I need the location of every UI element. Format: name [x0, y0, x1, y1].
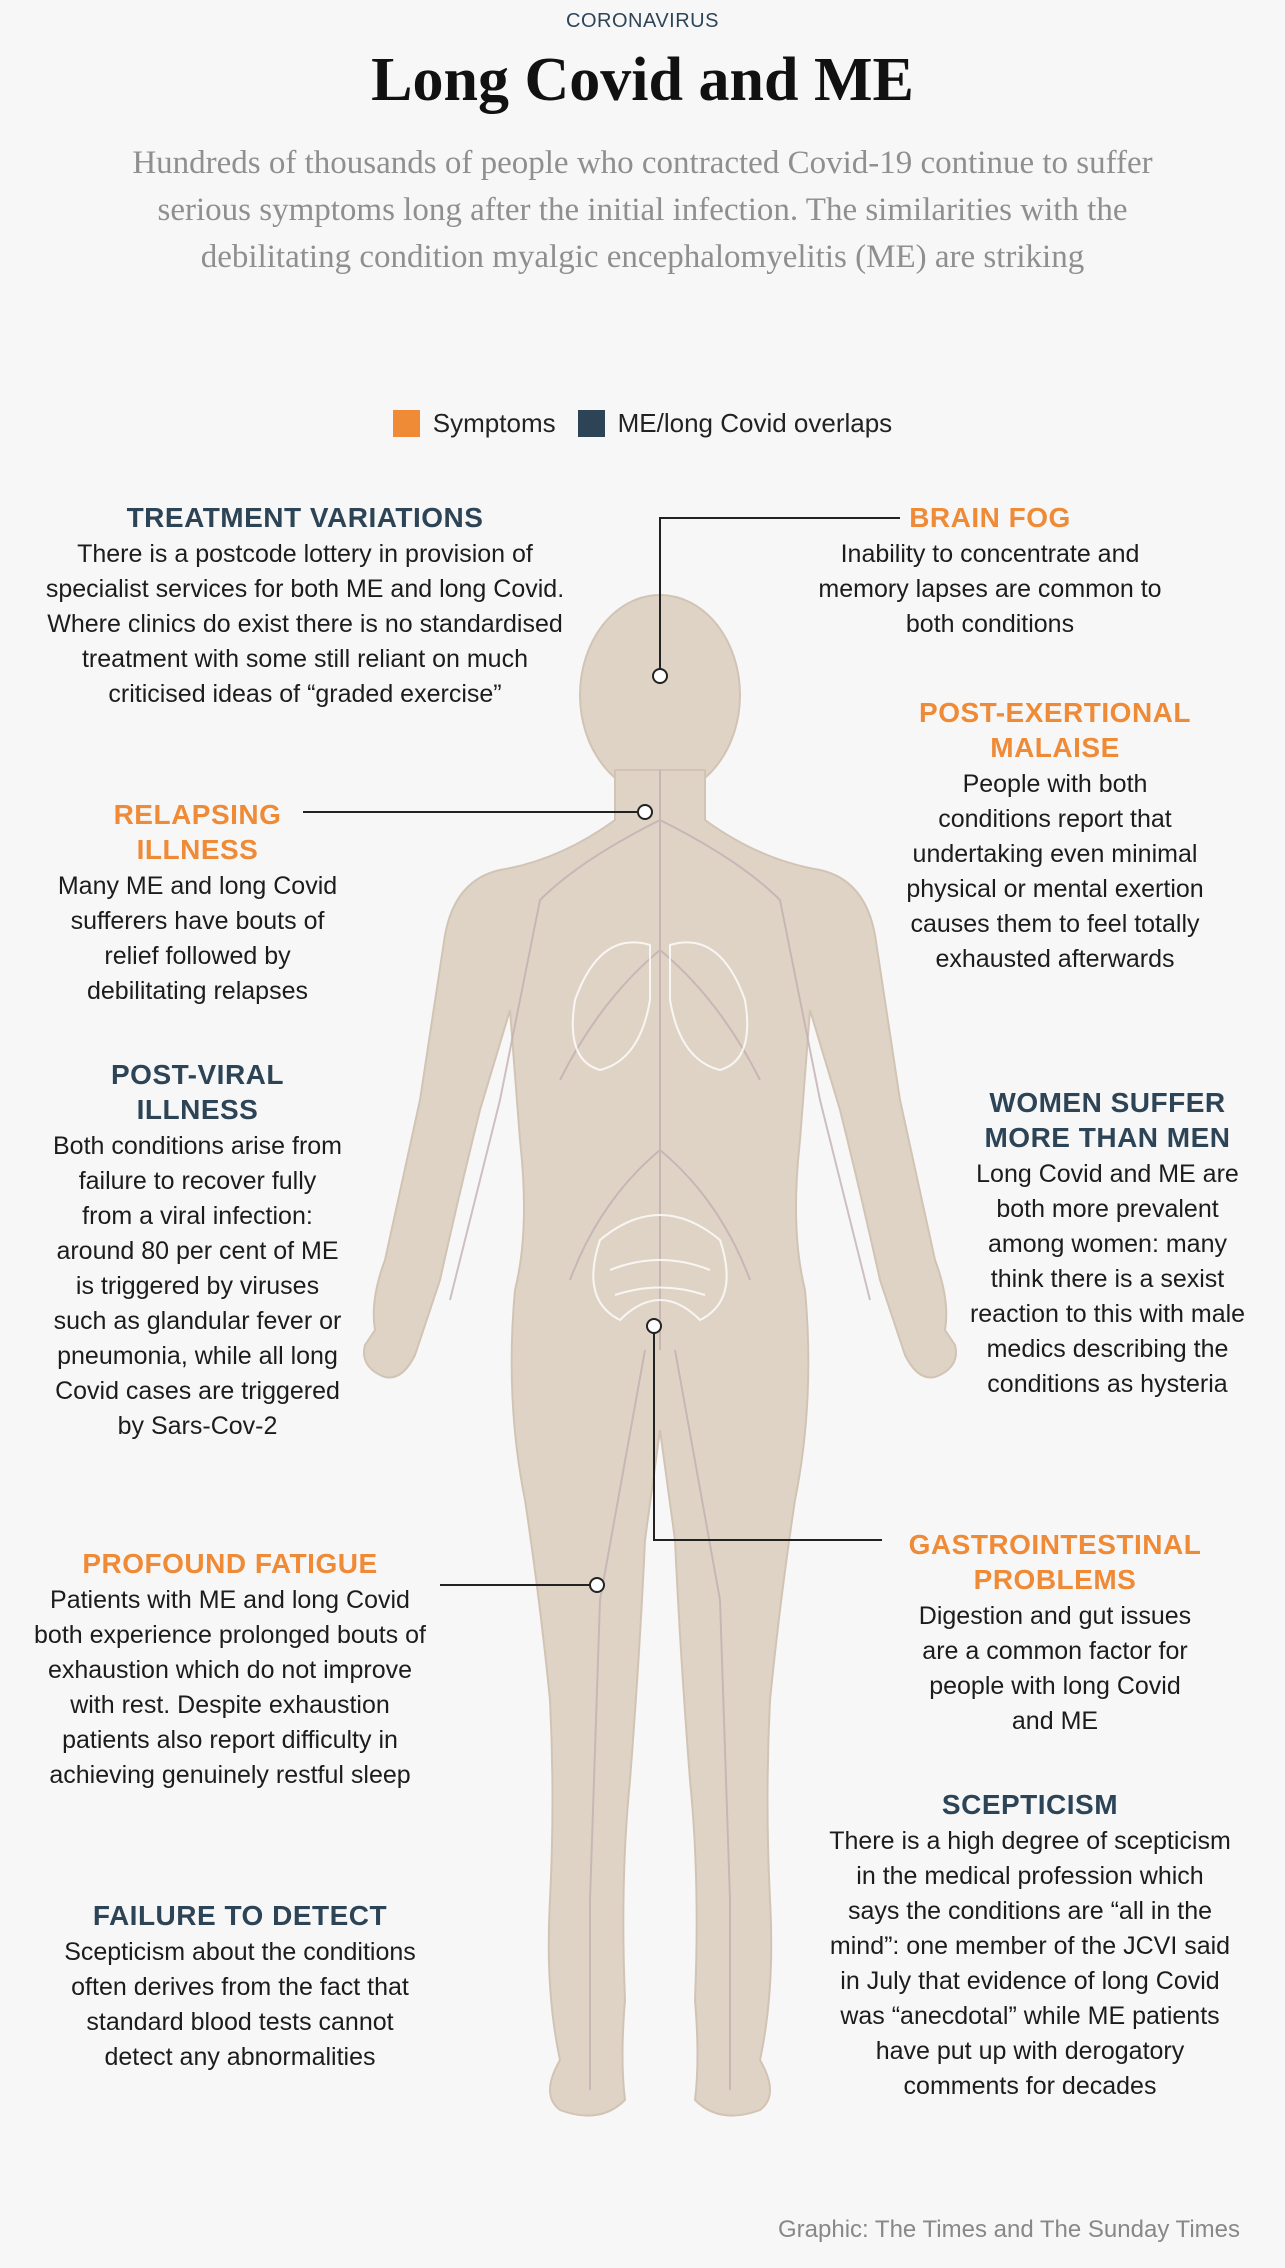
- treatment-text: There is a postcode lottery in provision…: [45, 540, 565, 708]
- postviral-heading: POST-VIRAL ILLNESS: [110, 1059, 284, 1125]
- treatment-heading: TREATMENT VARIATIONS: [126, 502, 484, 533]
- scepticism-block: SCEPTICISM There is a high degree of sce…: [825, 1787, 1235, 2104]
- brain-fog-dot: [652, 668, 668, 684]
- women-block: WOMEN SUFFER MORE THAN MEN Long Covid an…: [960, 1085, 1255, 1402]
- legend-item-symptoms: Symptoms: [392, 408, 556, 439]
- symptoms-swatch: [392, 410, 420, 437]
- legend-item-overlaps: ME/long Covid overlaps: [577, 408, 893, 439]
- legend-symptoms-label: Symptoms: [432, 408, 556, 438]
- brainfog-text: Inability to concentrate and memory laps…: [818, 540, 1162, 638]
- detect-text: Scepticism about the conditions often de…: [64, 1938, 416, 2071]
- women-heading: WOMEN SUFFER MORE THAN MEN: [984, 1087, 1231, 1153]
- gastro-heading: GASTROINTESTINAL PROBLEMS: [908, 1529, 1202, 1595]
- postviral-text: Both conditions arise from failure to re…: [52, 1132, 343, 1440]
- women-text: Long Covid and ME are both more prevalen…: [969, 1160, 1246, 1398]
- detect-block: FAILURE TO DETECT Scepticism about the c…: [40, 1898, 440, 2075]
- gastro-text: Digestion and gut issues are a common fa…: [918, 1602, 1192, 1735]
- fatigue-heading: PROFOUND FATIGUE: [82, 1548, 378, 1579]
- fatigue-block: PROFOUND FATIGUE Patients with ME and lo…: [30, 1546, 430, 1793]
- gastro-dot: [646, 1318, 662, 1334]
- overlaps-swatch: [577, 410, 605, 437]
- relapsing-dot: [637, 804, 653, 820]
- scepticism-heading: SCEPTICISM: [941, 1789, 1119, 1820]
- fatigue-text: Patients with ME and long Covid both exp…: [34, 1586, 426, 1789]
- nerve-lines: [449, 770, 871, 2090]
- kicker: CORONAVIRUS: [566, 10, 719, 32]
- credit: Graphic: The Times and The Sunday Times: [777, 2216, 1240, 2243]
- detect-heading: FAILURE TO DETECT: [92, 1900, 388, 1931]
- lungs: [571, 941, 749, 1072]
- brainfog-heading: BRAIN FOG: [909, 502, 1071, 533]
- scepticism-text: There is a high degree of scepticism in …: [829, 1827, 1231, 2100]
- pem-heading: POST-EXERTIONAL MALAISE: [919, 697, 1191, 763]
- connector-lines: [303, 517, 900, 1586]
- gastro-block: GASTROINTESTINAL PROBLEMS Digestion and …: [890, 1527, 1220, 1739]
- relapsing-text: Many ME and long Covid sufferers have bo…: [57, 872, 338, 1005]
- page-title: Long Covid and ME: [371, 46, 914, 114]
- connector-dots: [589, 668, 668, 1593]
- legend-overlaps-label: ME/long Covid overlaps: [617, 408, 893, 438]
- relapsing-block: RELAPSING ILLNESS Many ME and long Covid…: [45, 797, 350, 1009]
- fatigue-dot: [589, 1577, 605, 1593]
- pem-block: POST-EXERTIONAL MALAISE People with both…: [900, 695, 1210, 977]
- treatment-block: TREATMENT VARIATIONS There is a postcode…: [40, 500, 570, 712]
- pem-text: People with both conditions report that …: [906, 770, 1204, 973]
- postviral-block: POST-VIRAL ILLNESS Both conditions arise…: [45, 1057, 350, 1444]
- brainfog-block: BRAIN FOG Inability to concentrate and m…: [785, 500, 1195, 642]
- relapsing-heading: RELAPSING ILLNESS: [113, 799, 282, 865]
- intestines: [592, 1214, 728, 1322]
- legend: Symptoms ME/long Covid overlaps: [0, 408, 1285, 439]
- subtitle: Hundreds of thousands of people who cont…: [132, 145, 1153, 275]
